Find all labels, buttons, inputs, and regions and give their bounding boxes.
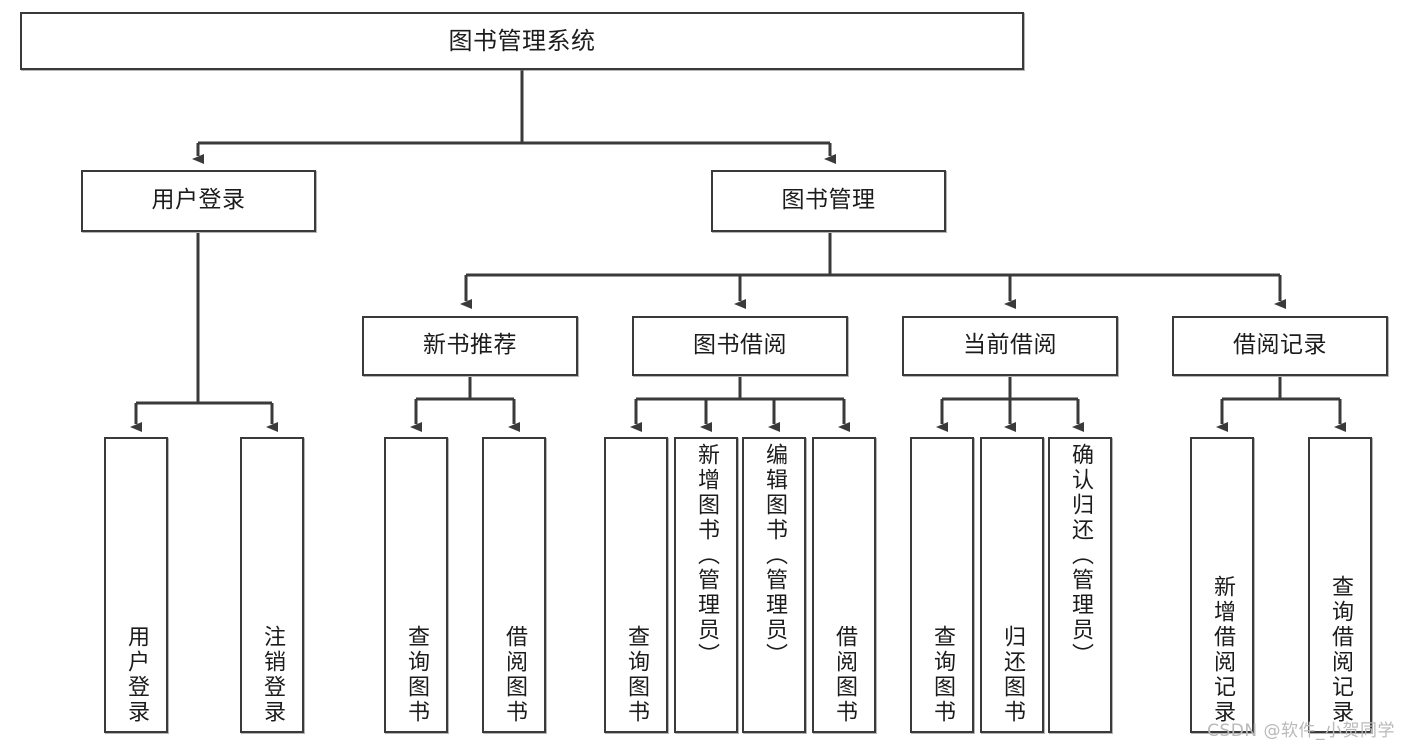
leaf-current-borrow-confirm-admin[interactable]: 确认归还（管理员） xyxy=(1048,437,1112,733)
node-label: 查询图书 xyxy=(404,625,429,725)
node-label: 用户登录 xyxy=(124,625,149,725)
leaf-current-borrow-return[interactable]: 归还图书 xyxy=(980,437,1044,733)
node-label: 确认归还（管理员） xyxy=(1068,443,1093,668)
watermark: CSDN @软件_小贺同学 xyxy=(1207,721,1395,741)
leaf-new-book-query[interactable]: 查询图书 xyxy=(384,437,448,733)
node-label: 编辑图书（管理员） xyxy=(762,443,787,668)
node-label: 当前借阅 xyxy=(963,332,1057,359)
node-label: 用户登录 xyxy=(151,187,246,214)
node-label: 注销登录 xyxy=(260,625,285,725)
leaf-book-borrow-edit-admin[interactable]: 编辑图书（管理员） xyxy=(742,437,806,733)
leaf-book-borrow-borrow[interactable]: 借阅图书 xyxy=(812,437,876,733)
node-root-system[interactable]: 图书管理系统 xyxy=(20,12,1024,70)
node-label: 归还图书 xyxy=(1000,625,1025,725)
node-current-borrow[interactable]: 当前借阅 xyxy=(902,316,1118,376)
node-user-login[interactable]: 用户登录 xyxy=(81,170,316,232)
leaf-user-login-logout[interactable]: 注销登录 xyxy=(240,437,304,733)
node-label: 查询图书 xyxy=(930,625,955,725)
node-book-management[interactable]: 图书管理 xyxy=(711,170,946,232)
node-label: 新书推荐 xyxy=(423,332,517,359)
node-new-book-recommend[interactable]: 新书推荐 xyxy=(362,316,578,376)
leaf-current-borrow-query[interactable]: 查询图书 xyxy=(910,437,974,733)
node-borrow-record[interactable]: 借阅记录 xyxy=(1172,316,1388,376)
node-label: 图书借阅 xyxy=(693,332,787,359)
leaf-user-login-login[interactable]: 用户登录 xyxy=(104,437,168,733)
node-label: 新增借阅记录 xyxy=(1210,575,1235,725)
node-label: 借阅图书 xyxy=(832,625,857,725)
leaf-book-borrow-query[interactable]: 查询图书 xyxy=(604,437,668,733)
node-label: 图书管理 xyxy=(781,187,876,214)
leaf-borrow-record-add[interactable]: 新增借阅记录 xyxy=(1190,437,1254,733)
node-label: 查询图书 xyxy=(624,625,649,725)
node-label: 借阅图书 xyxy=(502,625,527,725)
node-label: 图书管理系统 xyxy=(448,26,596,55)
node-label: 查询借阅记录 xyxy=(1328,575,1353,725)
leaf-book-borrow-add-admin[interactable]: 新增图书（管理员） xyxy=(674,437,738,733)
node-label: 借阅记录 xyxy=(1233,332,1327,359)
leaf-new-book-borrow[interactable]: 借阅图书 xyxy=(482,437,546,733)
node-book-borrow[interactable]: 图书借阅 xyxy=(632,316,848,376)
node-label: 新增图书（管理员） xyxy=(694,443,719,668)
leaf-borrow-record-query[interactable]: 查询借阅记录 xyxy=(1308,437,1372,733)
